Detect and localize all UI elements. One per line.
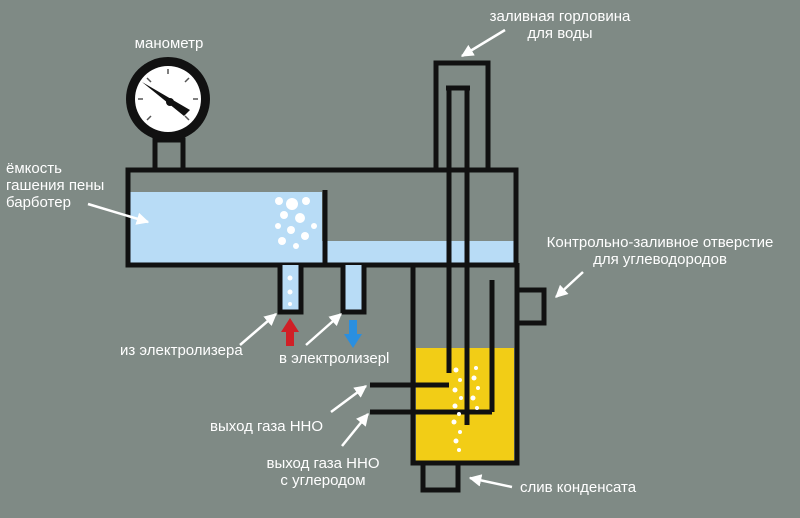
control-fill-port: [514, 287, 547, 326]
gauge-needle: [142, 82, 190, 116]
foam-bubbles: [275, 197, 317, 249]
from-electrolyzer-label: из электролизера: [120, 342, 243, 359]
control-hole-label: Контрольно-заливное отверстие для углево…: [546, 234, 774, 268]
condensate-drain-label: слив конденсата: [520, 479, 637, 496]
internal-tubes: [370, 85, 495, 425]
electrolyzer-pipes: [277, 265, 367, 348]
water-neck-label: заливная горловина для воды: [489, 8, 631, 42]
foam-tank-label: ёмкость гашения пены барботер: [6, 160, 105, 211]
gas-bubbles: [451, 366, 480, 452]
outflow-arrow: [344, 320, 362, 348]
gas-out-label: выход газа ННО: [210, 418, 324, 435]
condensate-drain-pipe: [420, 460, 461, 493]
water-filler-neck: [433, 60, 491, 173]
to-electrolyzer-label: в электролизерl: [279, 350, 390, 367]
inflow-arrow: [281, 318, 299, 346]
manometer-label: манометр: [134, 35, 204, 52]
foam-tank: [125, 167, 519, 268]
gas-out-carbon-label: выход газа ННО с углеродом: [266, 455, 380, 489]
manometer: [126, 57, 210, 173]
label-arrows: [87, 28, 584, 489]
gauge-ticks: [138, 69, 198, 121]
hydrocarbon-vessel: [410, 263, 547, 493]
